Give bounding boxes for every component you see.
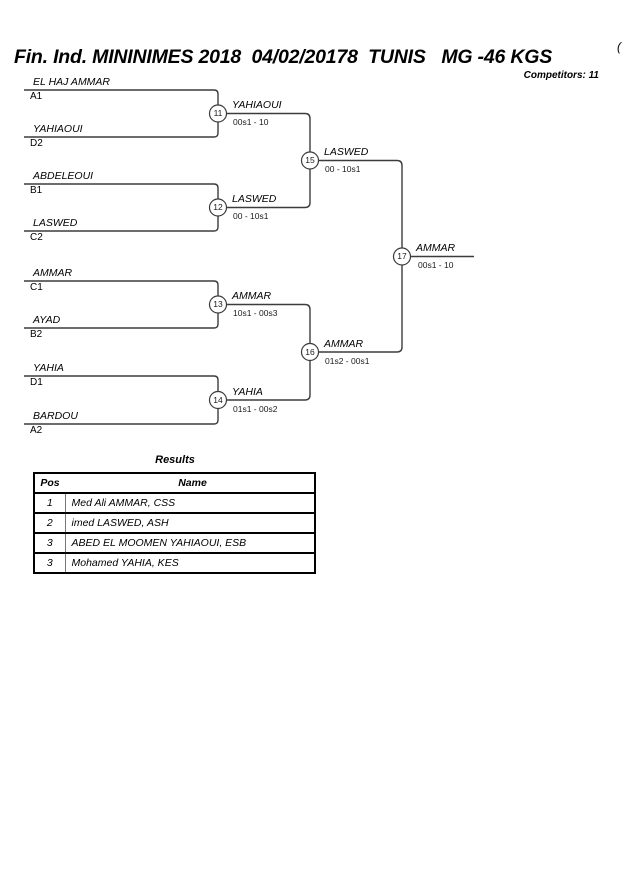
results-header-name: Name: [178, 477, 207, 489]
competitors-count: Competitors: 11: [523, 70, 599, 81]
competitor-seed: C2: [30, 232, 43, 243]
match-circle-17: [392, 247, 412, 266]
result-pos: 1: [34, 492, 65, 513]
match-circle-16: [300, 342, 320, 362]
match-number: 14: [213, 394, 223, 405]
bracket-final: [310, 159, 403, 353]
competitor-name: BARDOU: [33, 410, 78, 422]
competitor-seed: B1: [30, 185, 43, 196]
competitor-name: YAHIAOUI: [33, 123, 83, 135]
result-name: imed LASWED, ASH: [64, 512, 315, 533]
result-pos: 3: [34, 552, 65, 573]
results-header-pos: Pos: [40, 477, 60, 489]
match-score: 00s1 - 10: [233, 117, 269, 127]
competitor-seed: B2: [30, 329, 43, 340]
competitor-seed: D2: [30, 138, 43, 149]
match-score: 00s1 - 10: [418, 260, 454, 270]
match-circle-11: [208, 104, 228, 123]
title-paren-fragment: (: [617, 40, 621, 54]
match-winner: AMMAR: [416, 242, 456, 254]
result-name: ABED EL MOOMEN YAHIAOUI, ESB: [64, 532, 315, 553]
match-circle-14: [208, 390, 228, 410]
match-number: 13: [213, 299, 223, 309]
result-name: Med Ali AMMAR, CSS: [64, 492, 315, 513]
match-number: 16: [305, 346, 315, 357]
competitor-seed: C1: [30, 282, 43, 293]
match-circle-15: [300, 151, 320, 170]
table-row: 1 Med Ali AMMAR, CSS: [34, 492, 315, 513]
competitor-name: EL HAJ AMMAR: [33, 76, 111, 88]
match-number: 15: [305, 155, 315, 165]
match-score: 00 - 10s1: [325, 164, 361, 174]
match-number: 12: [213, 202, 223, 212]
match-number: 11: [213, 108, 223, 118]
result-name: Mohamed YAHIA, KES: [64, 552, 315, 573]
table-row: 3 Mohamed YAHIA, KES: [34, 552, 315, 573]
results-title: Results: [155, 454, 195, 466]
table-row: 2 imed LASWED, ASH: [34, 512, 315, 533]
bracket-lines: [24, 89, 474, 425]
competitor-seed: A2: [30, 425, 43, 436]
match-winner: AMMAR: [232, 290, 272, 302]
match-circle-12: [208, 198, 228, 217]
competitor-seed: A1: [30, 91, 43, 102]
match-winner: LASWED: [232, 193, 277, 205]
competitor-name: AYAD: [33, 314, 61, 326]
match-winner: YAHIAOUI: [232, 99, 282, 111]
competitor-name: ABDELEOUI: [33, 170, 94, 182]
match-score: 01s2 - 00s1: [325, 355, 370, 366]
match-circle-13: [208, 295, 228, 314]
match-winner: YAHIA: [232, 385, 263, 398]
competitor-seed: D1: [30, 377, 43, 388]
competitor-name: YAHIA: [33, 362, 64, 374]
results-header-row: Pos Name: [34, 473, 315, 493]
match-winner: LASWED: [324, 146, 369, 158]
competitor-name: AMMAR: [33, 267, 73, 279]
table-row: 3 ABED EL MOOMEN YAHIAOUI, ESB: [34, 532, 315, 553]
match-winner: AMMAR: [324, 337, 364, 350]
page-title: Fin. Ind. MININIMES 2018 04/02/20178 TUN…: [14, 46, 553, 68]
match-number: 17: [397, 251, 407, 261]
competitor-name: LASWED: [33, 217, 78, 229]
match-score: 01s1 - 00s2: [233, 403, 278, 414]
match-score: 10s1 - 00s3: [233, 308, 278, 318]
result-pos: 3: [34, 532, 65, 553]
match-score: 00 - 10s1: [233, 211, 269, 221]
result-pos: 2: [34, 512, 65, 533]
results-table: Pos Name 1 Med Ali AMMAR, CSS 2 imed LAS…: [33, 472, 316, 574]
